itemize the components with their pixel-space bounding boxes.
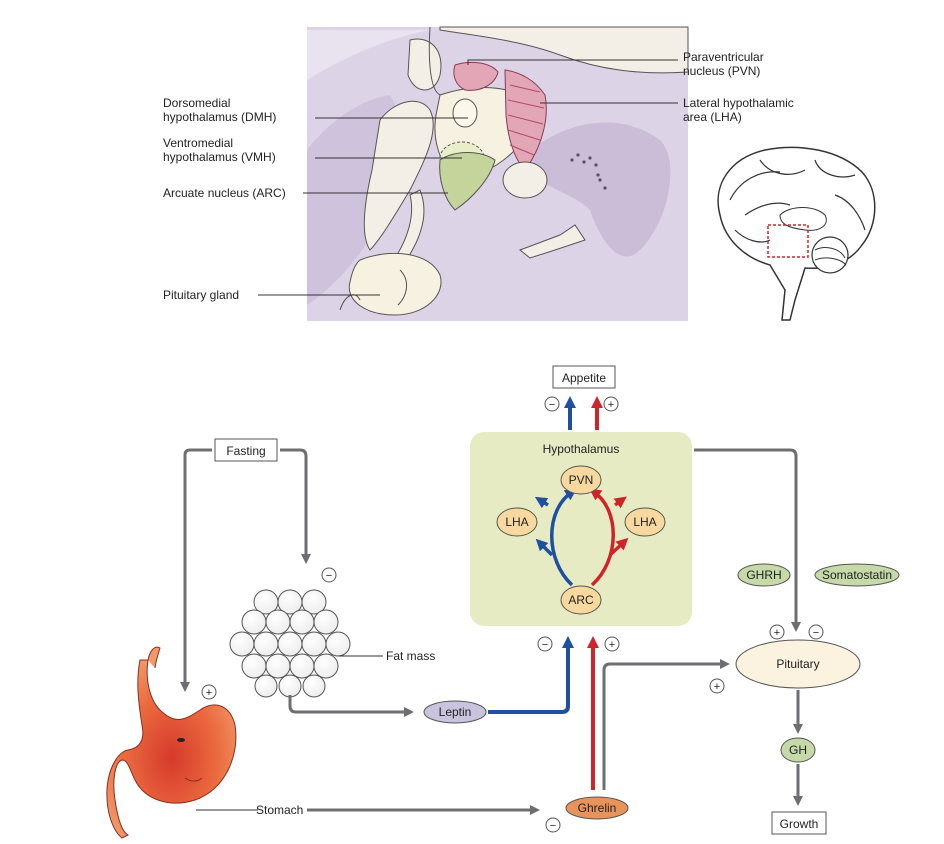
appetite-box xyxy=(552,365,616,389)
node-pvn xyxy=(560,465,602,495)
label-pvn-line1: Paraventricular xyxy=(683,50,764,64)
stomach-label: Stomach xyxy=(256,803,303,817)
pituitary-plus-text: + xyxy=(774,627,780,639)
label-vmh-line1: Ventromedial xyxy=(163,136,233,150)
fat-mass-cells xyxy=(229,589,351,698)
ghrelin-plus-sign xyxy=(604,636,620,652)
appetite-plus-sign xyxy=(603,396,619,412)
pituitary-plus-sign-lower xyxy=(709,678,725,694)
label-pvn-line2: nucleus (PVN) xyxy=(683,64,760,78)
ghrelin-label: Ghrelin xyxy=(578,801,617,815)
node-pvn-label: PVN xyxy=(569,473,594,487)
dmh-nucleus xyxy=(452,98,478,128)
pituitary-plus-text-lower: + xyxy=(714,681,720,693)
somatostatin-node xyxy=(814,563,900,587)
pituitary-minus-text: − xyxy=(813,627,819,639)
fasting-to-stomach-arrow xyxy=(180,448,212,692)
label-pituitary-gland: Pituitary gland xyxy=(163,288,239,302)
ghrelin-to-pituitary-arrow xyxy=(602,659,730,790)
label-dmh-line2: hypothalamus (DMH) xyxy=(163,110,276,124)
pituitary-minus-sign xyxy=(808,624,824,640)
to-left-lha-blue-arrow xyxy=(534,496,549,509)
anatomy-leader-lines xyxy=(258,59,678,296)
corpus-callosum xyxy=(439,26,689,74)
appetite-plus-text: + xyxy=(608,399,614,411)
arc-to-pvn-red-arrow xyxy=(589,488,615,587)
ghrh-node xyxy=(737,563,791,587)
stomach-plus-sign xyxy=(201,684,217,700)
fat-minus-text: − xyxy=(326,570,332,582)
ghrelin-minus-sign xyxy=(545,817,561,833)
node-lha-right-label: LHA xyxy=(633,515,656,529)
pituitary-plus-sign xyxy=(769,624,785,640)
fasting-box xyxy=(214,438,278,462)
to-left-lha-blue-arrow-2 xyxy=(535,538,554,557)
fat-to-leptin-arrow xyxy=(288,695,414,717)
label-lha-line2: area (LHA) xyxy=(683,110,742,124)
pituitary-node xyxy=(735,639,861,689)
inset-highlight-box xyxy=(767,224,809,258)
leptin-label: Leptin xyxy=(439,705,472,719)
leptin-minus-sign xyxy=(537,636,553,652)
arc-nucleus xyxy=(439,152,496,211)
fasting-label: Fasting xyxy=(226,444,265,458)
appetite-label: Appetite xyxy=(562,371,606,385)
node-arc-label: ARC xyxy=(568,593,594,607)
leptin-to-hypothalamus-arrow xyxy=(488,636,574,714)
label-vmh-line2: hypothalamus (VMH) xyxy=(163,150,276,164)
label-dmh-line1: Dorsomedial xyxy=(163,96,230,110)
node-lha-left-label: LHA xyxy=(505,515,528,529)
hypothalamus-panel-title: Hypothalamus xyxy=(543,442,620,456)
brain-inset-icon xyxy=(717,146,876,321)
node-lha-left xyxy=(496,507,538,537)
appetite-minus-sign xyxy=(544,396,560,412)
growth-label: Growth xyxy=(780,817,819,831)
stomach-plus-text: + xyxy=(206,687,212,699)
hypothalamus-anatomy-illustration xyxy=(307,26,689,321)
stomach-illustration xyxy=(106,646,237,839)
fasting-to-fat-arrow xyxy=(280,448,311,564)
label-arc: Arcuate nucleus (ARC) xyxy=(163,186,286,200)
label-lha-line1: Lateral hypothalamic xyxy=(683,96,794,110)
appetite-minus-text: − xyxy=(549,399,555,411)
to-right-lha-red-arrow xyxy=(613,496,627,509)
leptin-node xyxy=(423,700,487,724)
brainstem-region xyxy=(520,122,671,257)
fat-minus-sign xyxy=(321,567,337,583)
pvn-nucleus xyxy=(453,61,499,91)
node-lha-right xyxy=(624,507,666,537)
gh-node xyxy=(780,737,816,763)
somatostatin-label: Somatostatin xyxy=(822,568,892,582)
ghrelin-plus-text: + xyxy=(609,639,615,651)
ghrh-label: GHRH xyxy=(746,568,781,582)
arc-to-pvn-blue-arrow xyxy=(550,488,577,587)
pituitary-label: Pituitary xyxy=(776,657,819,671)
pituitary-gland xyxy=(348,252,442,316)
leptin-minus-text: − xyxy=(542,639,548,651)
hypothalamus-panel xyxy=(470,432,692,626)
ghrelin-node xyxy=(565,796,629,820)
to-right-lha-red-arrow-2 xyxy=(608,537,629,557)
node-arc xyxy=(560,585,602,615)
gh-label: GH xyxy=(789,743,807,757)
ghrelin-minus-text: − xyxy=(550,820,556,832)
growth-box xyxy=(771,811,827,835)
fat-mass-label: Fat mass xyxy=(386,649,435,663)
hypothalamus-to-pituitary-arrow xyxy=(694,448,801,632)
